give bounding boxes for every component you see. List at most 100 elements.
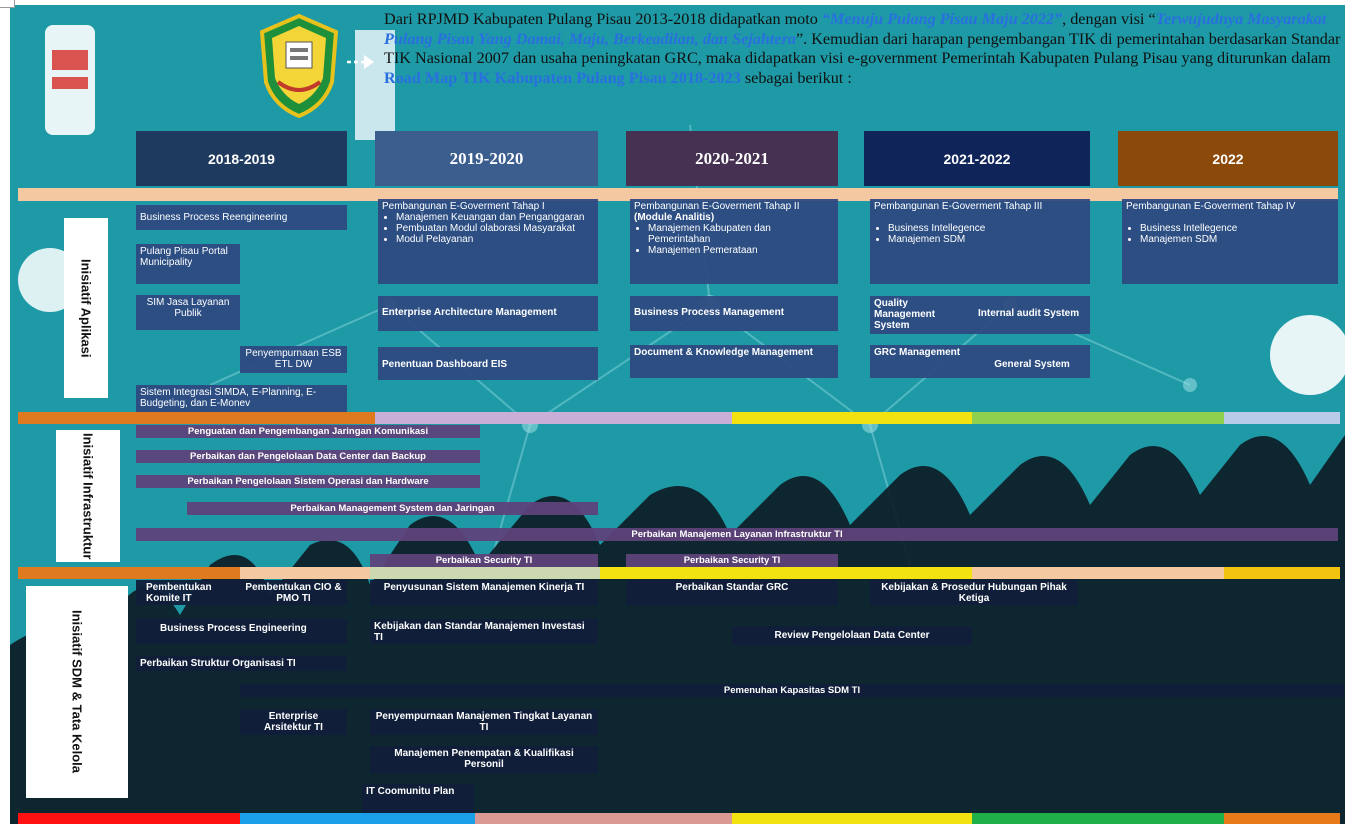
infra-management: Perbaikan Management System dan Jaringan — [187, 502, 598, 515]
box-label: Business Process Management — [634, 307, 785, 318]
box-label: Enterprise Architecture Management — [382, 307, 557, 318]
infra-security-2: Perbaikan Security TI — [626, 554, 838, 567]
side-label-text: Inisiatif Infrastruktur — [80, 432, 96, 560]
box-label: Penyempurnaan Manajemen Tingkat Layanan … — [375, 711, 593, 733]
box-label: Quality Management System — [874, 298, 936, 331]
divider-segment — [375, 412, 732, 424]
year-header-2020-2021: 2020-2021 — [626, 131, 838, 186]
app-general: General System — [974, 345, 1090, 378]
divider-segment — [18, 567, 240, 579]
list-item: Manajemen Kabupaten dan Pemerintahan — [648, 223, 834, 245]
side-label-sdm: Inisiatif SDM & Tata Kelola — [26, 586, 128, 798]
window-corner — [0, 0, 15, 8]
year-header-2021-2022: 2021-2022 — [864, 131, 1090, 186]
box-label: Pembentukan CIO & PMO TI — [245, 582, 342, 604]
box-label: Kebijakan dan Standar Manajemen Investas… — [374, 621, 585, 643]
side-label-aplikasi: Inisiatif Aplikasi — [64, 218, 108, 398]
box-title: Pembangunan E-Goverment Tahap I — [382, 201, 545, 212]
app-tahap-4: Pembangunan E-Goverment Tahap IV Busines… — [1122, 199, 1338, 284]
infra-layanan: Perbaikan Manajemen Layanan Infrastruktu… — [136, 528, 1338, 541]
intro-part: , dengan visi “ — [1062, 10, 1156, 28]
list-item: Manajemen SDM — [1140, 234, 1334, 245]
year-header-2019-2020: 2019-2020 — [375, 131, 598, 186]
app-grc: GRC Management — [870, 345, 974, 378]
box-label: Enterprise Arsitektur TI — [264, 711, 323, 733]
bottom-segment — [732, 813, 972, 824]
list-item: Manajemen Keuangan dan Penganggaran — [396, 212, 594, 223]
bottom-segment — [1224, 813, 1340, 824]
divider-segment — [732, 412, 972, 424]
dashed-arrow-icon — [347, 55, 374, 69]
sdm-kebijakan-pihak-ketiga: Kebijakan & Prosedur Hubungan Pihak Keti… — [870, 580, 1078, 605]
sdm-grc: Perbaikan Standar GRC — [626, 580, 838, 605]
sdm-bpe: Business Process Engineering — [136, 619, 347, 644]
intro-part: ”. Kemudian dari harapan pengembangan TI… — [384, 29, 1341, 68]
sdm-struktur: Perbaikan Struktur Organisasi TI — [136, 656, 347, 671]
divider-segment — [370, 567, 600, 579]
divider-segment — [972, 567, 1224, 579]
box-label: Manajemen Penempatan & Kualifikasi Perso… — [394, 748, 574, 770]
box-label: Business Process Engineering — [160, 623, 307, 634]
side-label-text: Inisiatif Aplikasi — [78, 258, 94, 358]
box-label: Pulang Pisau Portal Municipality — [140, 246, 228, 268]
box-list: Manajemen Kabupaten dan Pemerintahan Man… — [634, 223, 834, 256]
box-title: Pembangunan E-Goverment Tahap III — [874, 201, 1043, 212]
app-qms: Quality Management System — [870, 296, 974, 334]
box-label: General System — [994, 359, 1070, 370]
bottom-segment — [18, 813, 240, 824]
intro-part: sebagai berikut : — [740, 68, 852, 87]
sdm-sla: Penyempurnaan Manajemen Tingkat Layanan … — [370, 709, 598, 735]
box-label: GRC Management — [874, 347, 961, 358]
list-item: Manajemen SDM — [888, 234, 1086, 245]
roadmap-title: Road Map TIK Kabupaten Pulang Pisau 2018… — [384, 68, 741, 87]
box-label: IT Coomunitu Plan — [366, 786, 455, 797]
infra-datacenter: Perbaikan dan Pengelolaan Data Center da… — [136, 450, 480, 463]
sdm-personil: Manajemen Penempatan & Kualifikasi Perso… — [370, 746, 598, 773]
bottom-segment — [475, 813, 732, 824]
app-bpr: Business Process Reengineering — [136, 205, 347, 230]
divider-segment — [972, 412, 1224, 424]
sdm-cio: Pembentukan CIO & PMO TI — [240, 580, 347, 605]
divider-segment — [1224, 567, 1340, 579]
divider-segment — [1224, 412, 1340, 424]
sdm-it-plan: IT Coomunitu Plan — [362, 784, 474, 814]
box-label: Perbaikan Standar GRC — [675, 582, 789, 593]
intro-part: Dari RPJMD Kabupaten Pulang Pisau 2013-2… — [384, 10, 822, 28]
side-label-infrastruktur: Inisiatif Infrastruktur — [56, 430, 120, 562]
box-title: Pembangunan E-Goverment Tahap IV — [1126, 201, 1296, 212]
box-label: Kebijakan & Prosedur Hubungan Pihak Keti… — [881, 582, 1067, 604]
box-list: Manajemen Keuangan dan Penganggaran Pemb… — [382, 212, 594, 245]
year-header-2022: 2022 — [1118, 131, 1338, 186]
divider-segment — [240, 567, 370, 579]
box-label: SIM Jasa Layanan Publik — [146, 297, 230, 319]
sdm-komite: Pembentukan Komite IT — [136, 580, 240, 605]
box-label: Review Pengelolaan Data Center — [774, 630, 930, 641]
list-item: Modul Pelayanan — [396, 234, 594, 245]
app-audit: Internal audit System — [974, 296, 1090, 334]
app-eam: Enterprise Architecture Management — [378, 296, 598, 331]
year-header-2018-2019: 2018-2019 — [136, 131, 347, 186]
divider-segment — [600, 567, 972, 579]
app-tahap-2: Pembangunan E-Goverment Tahap II (Module… — [630, 199, 838, 284]
visi-text: Terwujudnya Masyarakat Pulang Pisau Yang… — [384, 10, 1327, 48]
box-list: Business Intellegence Manajemen SDM — [1126, 223, 1334, 245]
moto-text: “Menuju Pulang Pisau Maju 2022” — [821, 10, 1063, 28]
sdm-kinerja: Penyusunan Sistem Manajemen Kinerja TI — [370, 580, 598, 605]
list-item: Pembuatan Modul olaborasi Masyarakat — [396, 223, 594, 234]
sdm-datacenter: Review Pengelolaan Data Center — [732, 626, 972, 645]
box-list: Business Intellegence Manajemen SDM — [874, 223, 1086, 245]
divider-segment — [18, 412, 375, 424]
app-sim: SIM Jasa Layanan Publik — [136, 295, 240, 330]
bottom-segment — [240, 813, 475, 824]
box-title: Pembangunan E-Goverment Tahap II — [634, 201, 800, 212]
bottom-segment — [972, 813, 1224, 824]
app-tahap-3: Pembangunan E-Goverment Tahap III Busine… — [870, 199, 1090, 284]
box-label: Business Process Reengineering — [140, 212, 288, 223]
box-label: Penentuan Dashboard EIS — [382, 359, 508, 370]
app-dashboard: Penentuan Dashboard EIS — [378, 347, 598, 380]
infra-jaringan: Penguatan dan Pengembangan Jaringan Komu… — [136, 425, 480, 438]
box-label: Internal audit System — [978, 308, 1080, 319]
box-label: Penyempurnaan ESB ETL DW — [245, 348, 342, 370]
box-label: Perbaikan Struktur Organisasi TI — [140, 658, 296, 669]
